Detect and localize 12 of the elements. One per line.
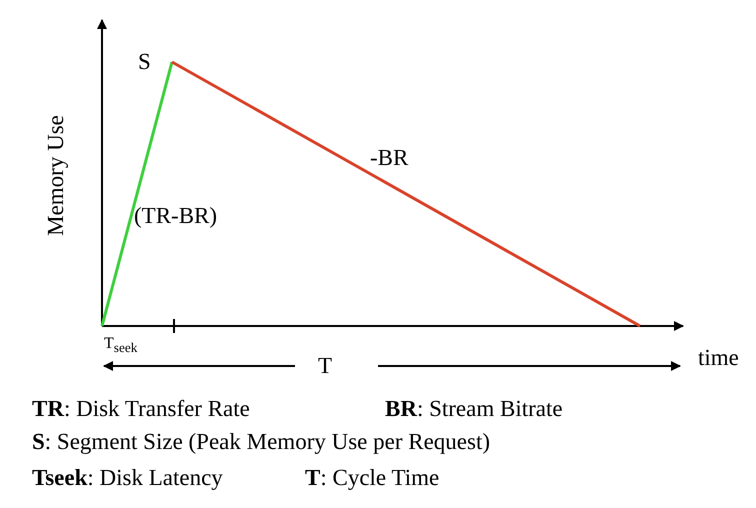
key-text: BR: Stream Bitrate xyxy=(385,397,563,420)
slope-label: (TR-BR) xyxy=(134,204,218,227)
axis-title: Memory Use xyxy=(43,114,66,236)
tick-label: T$_{seek}$ xyxy=(104,336,138,355)
key-text: S: Segment Size (Peak Memory Use per Request) xyxy=(32,430,490,453)
axis-title: time xyxy=(698,346,739,369)
slope-label: -BR xyxy=(370,146,408,169)
dimension-label: T xyxy=(318,354,332,377)
peak-label: S xyxy=(138,50,151,73)
key-text: TR: Disk Transfer Rate xyxy=(32,397,250,420)
key-text: T: Cycle Time xyxy=(305,466,440,489)
key-text: Tseek: Disk Latency xyxy=(32,466,223,489)
